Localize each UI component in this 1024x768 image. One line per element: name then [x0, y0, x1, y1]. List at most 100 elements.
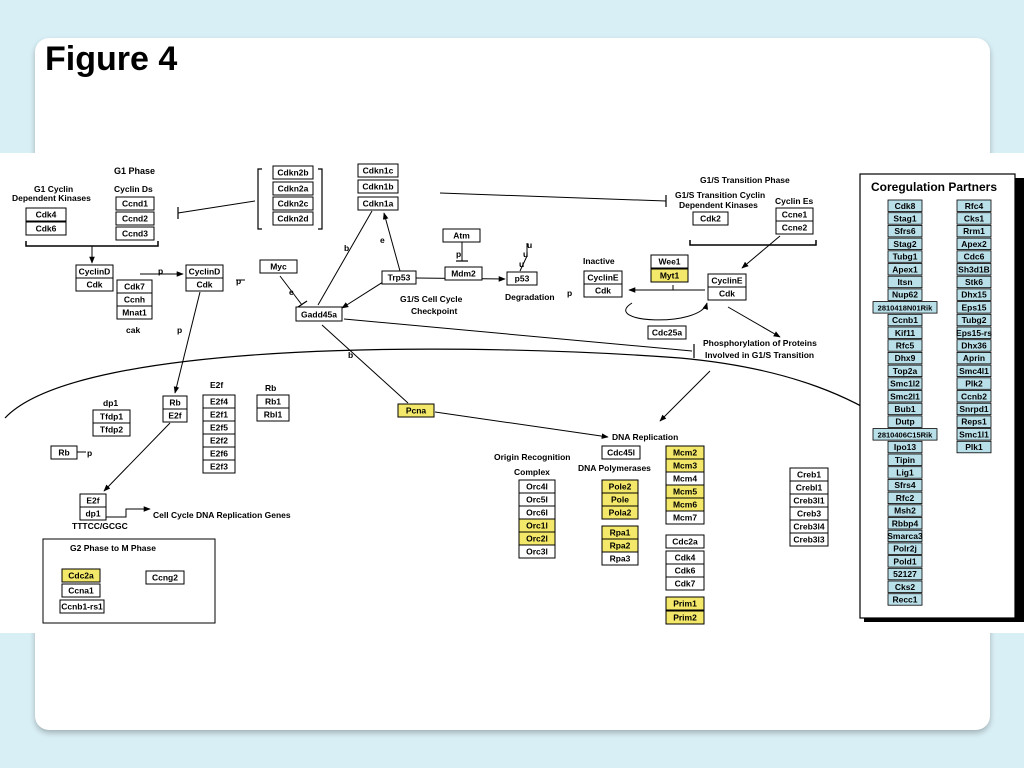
gene-node-cdc45l: Cdc45l: [601, 445, 641, 460]
label-dp1-head: dp1: [103, 398, 118, 408]
coregulation-item: Dhx9: [887, 351, 923, 365]
gene-label: Rb: [169, 398, 180, 408]
coregulation-label: 2810418N01Rik: [878, 303, 933, 312]
gene-node-cyclind-a: CyclinD: [75, 264, 114, 279]
coregulation-item: Apex2: [956, 237, 992, 250]
gene-label: Orc5l: [526, 495, 548, 505]
coregulation-item: 52127: [887, 567, 923, 581]
gene-node-gadd45a: Gadd45a: [295, 306, 343, 322]
gene-node-ccne1: Ccne1: [775, 207, 814, 222]
label-checkpoint-2: Checkpoint: [411, 306, 457, 316]
gene-node-rb-left: Rb: [50, 445, 78, 460]
gene-label: Mcm6: [673, 500, 697, 510]
gene-box: [295, 306, 343, 322]
gene-node-creb3: Creb3: [789, 506, 829, 521]
gene-box: [92, 422, 131, 437]
coregulation-item: Kif11: [887, 326, 923, 339]
gene-label: Ccnb1-rs1: [61, 602, 103, 612]
gene-node-trp53: Trp53: [381, 270, 417, 285]
gene-label: CyclinE: [711, 276, 743, 286]
coregulation-box: [887, 593, 923, 606]
gene-node-ccnh: Ccnh: [116, 292, 153, 307]
coregulation-box: [887, 326, 923, 339]
coregulation-label: Ipo13: [894, 442, 916, 452]
gene-box: [256, 407, 290, 422]
g1-bracket: [25, 241, 159, 247]
gene-label: Cdc2a: [68, 571, 94, 581]
label-e: e: [289, 287, 294, 297]
gene-node-cdkn2d: Cdkn2d: [272, 211, 314, 226]
gene-box: [583, 283, 623, 298]
gene-box: [115, 226, 155, 241]
gene-label: Mcm3: [673, 461, 697, 471]
gene-label: Myc: [270, 262, 287, 272]
gene-label: Cdkn1c: [363, 166, 394, 176]
label-ccdrg: Cell Cycle DNA Replication Genes: [153, 510, 291, 520]
g1s-bracket: [689, 240, 817, 246]
gene-box: [25, 221, 67, 236]
coregulation-box: [887, 440, 923, 454]
coregulation-item: Pold1: [887, 555, 923, 568]
gene-label: Creb1: [797, 470, 821, 480]
coregulation-item: Dhx15: [956, 288, 992, 301]
gene-node-mcm7: Mcm7: [665, 510, 705, 525]
gene-label: E2f2: [210, 436, 228, 446]
gene-box: [665, 534, 705, 549]
gene-box: [59, 599, 105, 614]
gene-node-rbl1: Rbl1: [256, 407, 290, 422]
coregulation-label: Smc1l2: [890, 379, 920, 389]
coregulation-label: Pold1: [893, 556, 916, 566]
coregulation-label: Apex1: [892, 264, 918, 274]
gene-node-cdk2: Cdk2: [692, 211, 729, 226]
coregulation-box: [887, 237, 923, 250]
gene-label: Mcm4: [673, 474, 697, 484]
gene-node-myt1: Myt1: [650, 268, 689, 283]
gene-node-rpa1: Rpa1: [601, 525, 639, 540]
coregulation-item: Tubg1: [887, 250, 923, 263]
coregulation-box: [956, 288, 992, 301]
gene-node-e2f4: E2f4: [202, 394, 236, 409]
gene-label: Creb3l3: [793, 535, 824, 545]
gene-label: Creb3l4: [793, 522, 824, 532]
gene-label: Cdc2a: [672, 537, 698, 547]
label-g1-cdk-1: G1 Cyclin: [34, 184, 73, 194]
gene-box: [665, 510, 705, 525]
gene-node-atm: Atm: [442, 228, 481, 243]
gene-node-ccne2: Ccne2: [775, 220, 814, 235]
gene-node-wee1: Wee1: [650, 254, 689, 269]
label-g1-cdk-2: Dependent Kinases: [12, 193, 91, 203]
gene-label: Cdk7: [675, 579, 696, 589]
gene-box: [601, 445, 641, 460]
coregulation-label: Rbbp4: [892, 518, 919, 528]
label-p: p: [567, 288, 572, 298]
coregulation-box: [956, 440, 992, 454]
coregulation-box: [956, 199, 992, 212]
coregulation-box: [887, 517, 923, 530]
gene-node-ccna1: Ccna1: [61, 583, 101, 598]
gene-node-cdkn1a: Cdkn1a: [357, 196, 399, 211]
coregulation-box: [887, 212, 923, 225]
coregulation-box: [956, 339, 992, 352]
coregulation-label: Sfrs6: [894, 226, 916, 236]
gene-box: [601, 505, 639, 520]
coregulation-box: [887, 250, 923, 263]
gene-node-tfdp1: Tfdp1: [92, 409, 131, 424]
gene-node-cyclind-b: CyclinD: [185, 264, 224, 279]
label-g1-phase: G1 Phase: [114, 166, 155, 176]
gene-node-cycline-a: CyclinE: [707, 273, 747, 288]
gene-label: Cdk2: [700, 214, 721, 224]
gene-node-cdk-e: Cdk: [707, 286, 747, 301]
gene-label: Orc1l: [526, 521, 548, 531]
gene-label: Ccnd3: [122, 229, 148, 239]
coregulation-item: Cdk8: [887, 199, 923, 212]
coregulation-item: Eps15: [956, 301, 992, 314]
coregulation-panel: [859, 173, 1016, 619]
gene-node-e2f-b: E2f: [79, 493, 107, 508]
gene-label: E2f: [86, 496, 99, 506]
gene-node-pole2: Pole2: [601, 479, 639, 494]
coregulation-item: Rrm1: [956, 225, 992, 238]
gene-label: Trp53: [388, 273, 411, 283]
gene-box: [145, 570, 185, 585]
gene-box: [650, 268, 689, 283]
